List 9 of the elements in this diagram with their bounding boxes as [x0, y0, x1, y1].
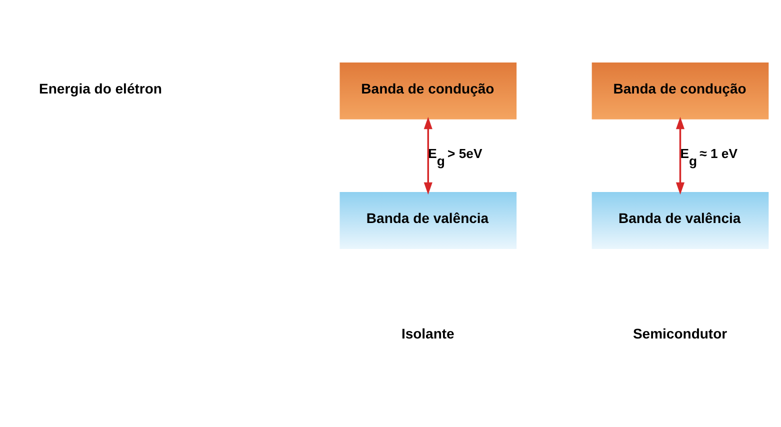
label: Semicondutor	[632, 326, 728, 342]
arrow	[424, 116, 432, 195]
label: Energia do elétron	[39, 80, 162, 96]
label: Isolante	[401, 326, 454, 342]
node-box: Banda de valência	[592, 192, 769, 249]
node-box: Banda de condução	[592, 62, 769, 120]
arrow	[676, 116, 685, 195]
node-box: Banda de condução	[340, 62, 517, 120]
node-box: Banda de valência	[340, 192, 517, 249]
